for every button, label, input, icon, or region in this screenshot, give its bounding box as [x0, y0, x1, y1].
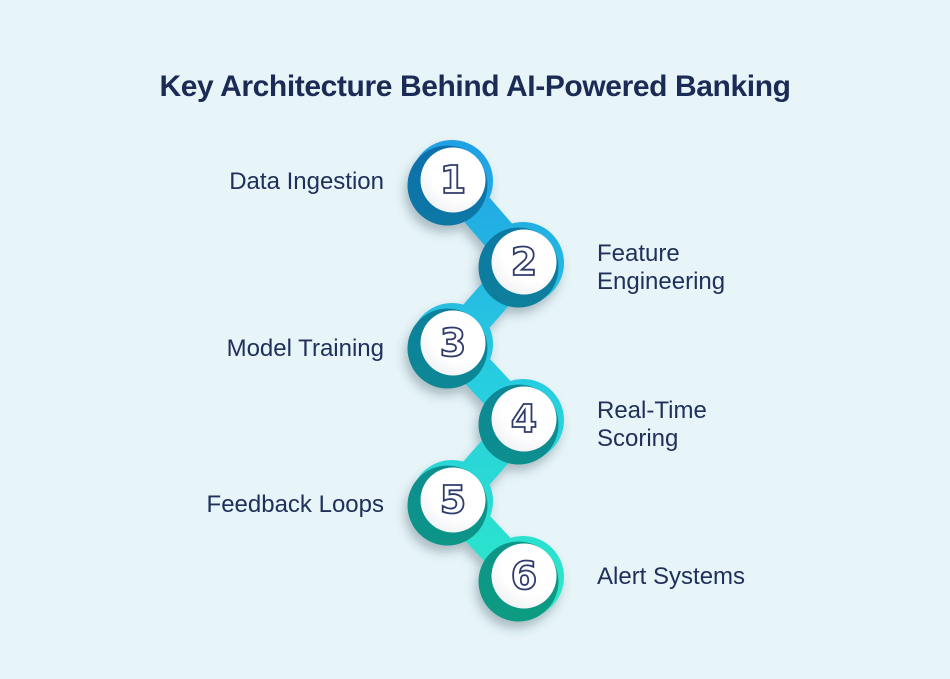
step-circle	[420, 467, 486, 533]
page-title: Key Architecture Behind AI-Powered Banki…	[159, 70, 791, 104]
step-node	[478, 536, 564, 622]
step-number: 4	[511, 397, 537, 441]
step-number: 5	[440, 478, 466, 522]
step-number: 1	[440, 158, 466, 202]
step-node	[407, 460, 493, 546]
step-label-real-time-scoring: Real-Time Scoring	[597, 397, 707, 452]
step-circle	[491, 229, 557, 295]
step-circle	[491, 386, 557, 452]
step-node	[407, 303, 493, 389]
step-circle	[420, 147, 486, 213]
connector-ribbon	[407, 140, 564, 622]
step-circle	[491, 543, 557, 609]
step-number: 3	[440, 321, 466, 365]
step-circle	[420, 310, 486, 376]
step-label-model-training: Model Training	[226, 335, 384, 362]
step-node	[407, 140, 493, 226]
step-node	[478, 379, 564, 465]
step-label-data-ingestion: Data Ingestion	[229, 168, 384, 195]
step-number: 6	[511, 554, 537, 598]
step-label-feedback-loops: Feedback Loops	[206, 491, 384, 518]
step-number: 2	[511, 240, 537, 284]
step-node	[478, 222, 564, 308]
step-numbers: 1 2 3 4 5 6	[439, 157, 538, 599]
step-label-alert-systems: Alert Systems	[597, 563, 746, 590]
step-label-feature-engineering: Feature Engineering	[597, 240, 726, 295]
